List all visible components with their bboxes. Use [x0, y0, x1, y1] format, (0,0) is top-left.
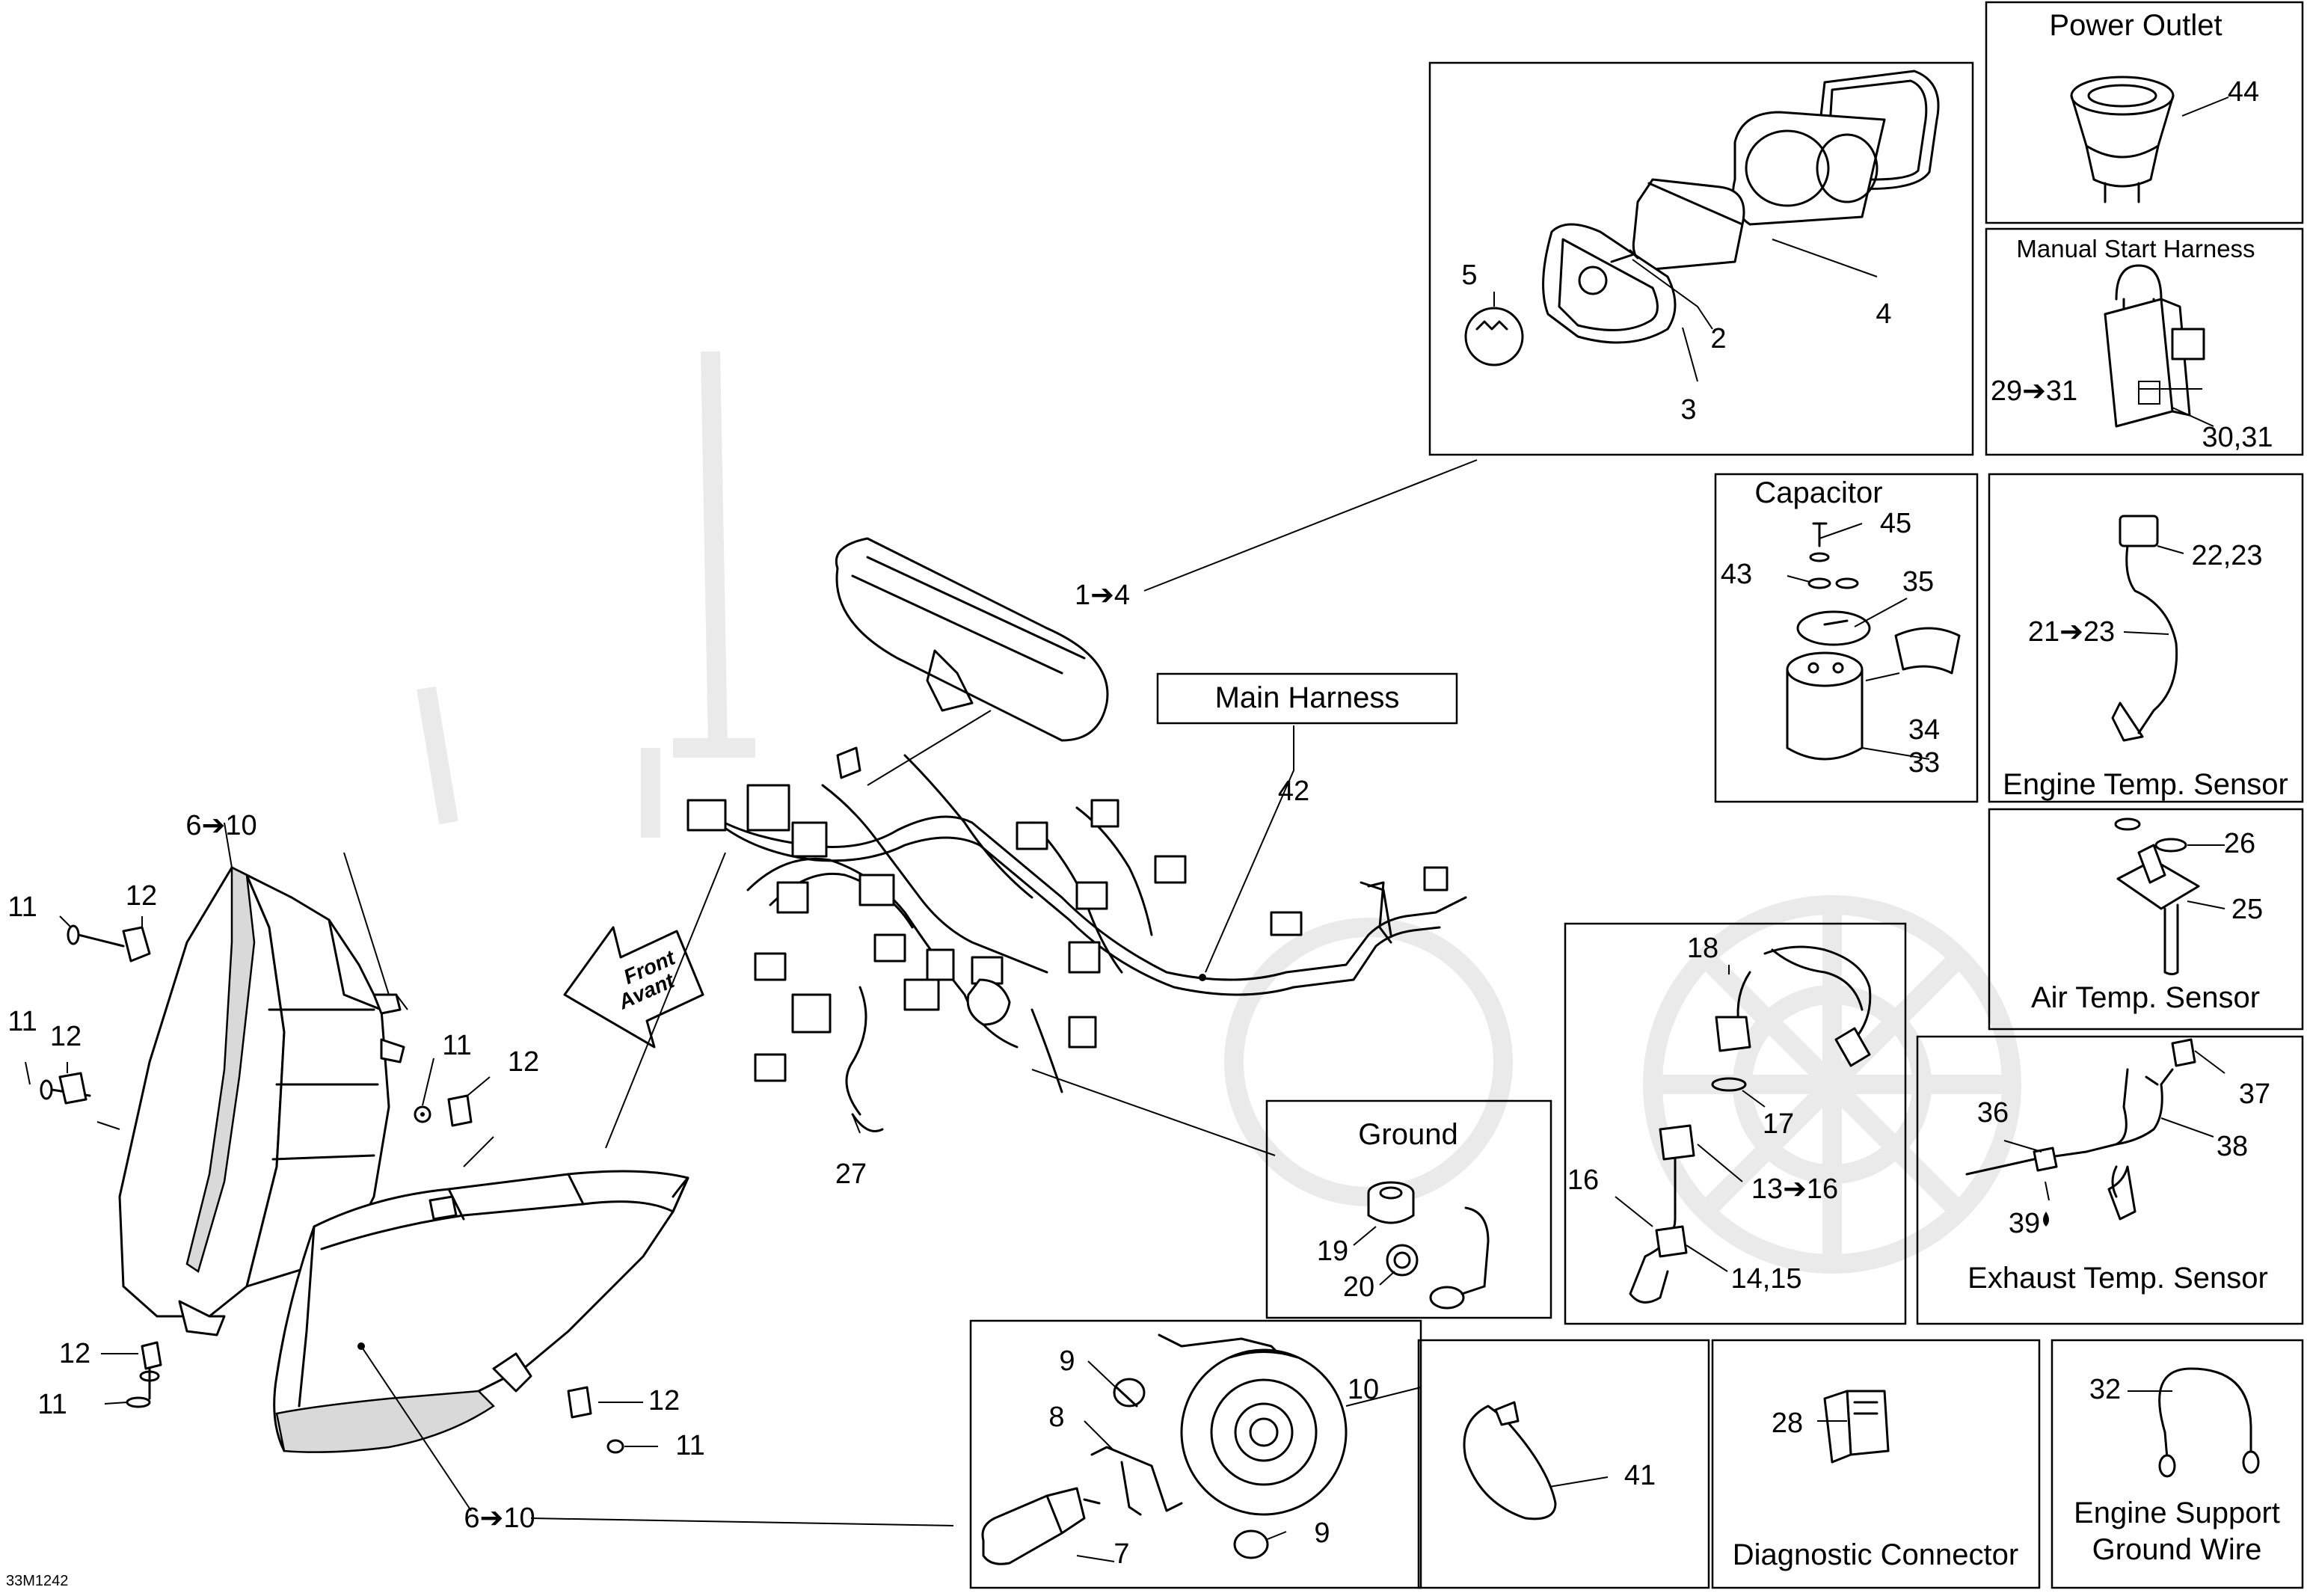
watermark-art [417, 351, 2021, 1274]
callout-41: 41 [1624, 1460, 1656, 1491]
ground-title: Ground [1358, 1118, 1457, 1151]
callout-16: 16 [1567, 1164, 1599, 1196]
callout-9-bottom: 9 [1314, 1517, 1330, 1549]
cluster-panel [1428, 61, 1974, 456]
clamp-panel [1417, 1339, 1710, 1589]
engine-support-ground-wire-part [2128, 1367, 2260, 1478]
ground-part [1353, 1181, 1490, 1310]
callout-19: 19 [1317, 1236, 1348, 1267]
callout-35: 35 [1902, 566, 1934, 598]
callout-34: 34 [1908, 714, 1940, 746]
callout-4: 4 [1876, 298, 1891, 330]
callout-18: 18 [1687, 933, 1718, 964]
power-outlet-title: Power Outlet [2049, 9, 2222, 42]
air-temp-sensor-part [2114, 817, 2225, 975]
callout-45: 45 [1880, 508, 1911, 539]
callout-12-c: 12 [508, 1046, 539, 1078]
callout-14-15: 14,15 [1730, 1263, 1801, 1295]
capacitor-part [1786, 522, 1961, 761]
manual-start-harness-title: Manual Start Harness [2016, 235, 2255, 263]
clamp-part [1463, 1401, 1609, 1520]
figure-code: 33M1242 [6, 1573, 68, 1589]
callout-22-23: 22,23 [2191, 540, 2262, 571]
callout-12-d: 12 [59, 1338, 90, 1369]
main-harness-part [686, 459, 1478, 1156]
callout-7: 7 [1113, 1538, 1129, 1570]
engine-temp-sensor-part [2111, 515, 2184, 742]
coil-cord-panel [1564, 922, 1907, 1325]
coil-cord-part [1615, 945, 1872, 1304]
capacitor-title: Capacitor [1754, 476, 1882, 509]
callout-1-4: 1➔4 [1075, 580, 1130, 611]
callout-2: 2 [1710, 323, 1726, 355]
left-headlamp-part [118, 822, 408, 1336]
engine-temp-sensor-title: Engine Temp. Sensor [2003, 768, 2288, 801]
callout-17: 17 [1763, 1108, 1794, 1140]
engine-support-ground-wire-panel [2051, 1339, 2304, 1589]
diagnostic-connector-title: Diagnostic Connector [1733, 1538, 2018, 1571]
callout-11-a: 11 [7, 891, 37, 923]
callout-29-31: 29➔31 [1991, 375, 2077, 407]
callout-11-e: 11 [675, 1430, 704, 1461]
callout-12-b: 12 [50, 1021, 82, 1052]
air-temp-sensor-title: Air Temp. Sensor [2031, 981, 2260, 1014]
right-headlamp-part [273, 852, 954, 1526]
callout-13-16: 13➔16 [1751, 1173, 1838, 1205]
cluster-part [1464, 70, 1940, 382]
callout-36: 36 [1977, 1097, 2009, 1129]
exhaust-temp-sensor-part [1965, 1038, 2225, 1227]
callout-9-top: 9 [1059, 1345, 1075, 1377]
callout-11-c: 11 [442, 1030, 471, 1061]
engine-support-title-line1: Engine Support [2074, 1497, 2280, 1529]
ground-panel [1265, 1099, 1552, 1319]
diagnostic-connector-panel [1711, 1339, 2041, 1589]
callout-42: 42 [1278, 776, 1309, 807]
callout-38: 38 [2217, 1131, 2248, 1162]
callout-43: 43 [1721, 559, 1752, 590]
callout-44: 44 [2228, 76, 2259, 108]
callout-32: 32 [2089, 1374, 2121, 1405]
manual-start-harness-panel [1985, 227, 2304, 456]
diagnostic-connector-part [1817, 1390, 1890, 1464]
callout-6-10-top: 6➔10 [185, 810, 256, 841]
left-fasteners [25, 915, 162, 1408]
callout-26: 26 [2224, 828, 2255, 859]
power-outlet-part [2070, 76, 2229, 203]
engine-support-title-line2: Ground Wire [2092, 1533, 2262, 1566]
manual-start-harness-part [2104, 264, 2214, 428]
callout-20: 20 [1343, 1271, 1374, 1303]
capacitor-panel [1714, 473, 1979, 803]
power-outlet-panel [1985, 1, 2304, 224]
exhaust-temp-sensor-panel [1916, 1035, 2304, 1325]
callout-8: 8 [1048, 1402, 1064, 1433]
headlamp-bulb-panel [969, 1319, 1422, 1589]
callout-30-31: 30,31 [2202, 422, 2273, 453]
engine-temp-sensor-panel [1988, 473, 2304, 803]
air-temp-sensor-panel [1988, 808, 2304, 1031]
main-harness-label-box [1156, 672, 1458, 725]
callout-11-d: 11 [37, 1389, 67, 1420]
callout-12-e: 12 [648, 1385, 680, 1417]
exhaust-temp-sensor-title: Exhaust Temp. Sensor [1967, 1262, 2268, 1295]
callout-10: 10 [1348, 1374, 1379, 1405]
callout-5: 5 [1461, 260, 1477, 291]
main-harness-label: Main Harness [1215, 681, 1400, 714]
callout-12-a: 12 [126, 880, 157, 912]
callout-39: 39 [2009, 1208, 2040, 1239]
callout-11-b: 11 [7, 1006, 37, 1037]
callout-3: 3 [1680, 394, 1696, 426]
front-direction-arrow: Front Avant [563, 926, 704, 1049]
callout-21-23: 21➔23 [2028, 616, 2115, 648]
headlamp-bulb-part [981, 1333, 1422, 1565]
right-fasteners [414, 1058, 658, 1454]
callout-37: 37 [2239, 1078, 2270, 1110]
callout-25: 25 [2231, 894, 2263, 925]
callout-27: 27 [835, 1158, 867, 1190]
callout-33: 33 [1908, 747, 1940, 779]
callout-28: 28 [1772, 1408, 1803, 1439]
callout-6-10-bottom: 6➔10 [464, 1503, 535, 1534]
